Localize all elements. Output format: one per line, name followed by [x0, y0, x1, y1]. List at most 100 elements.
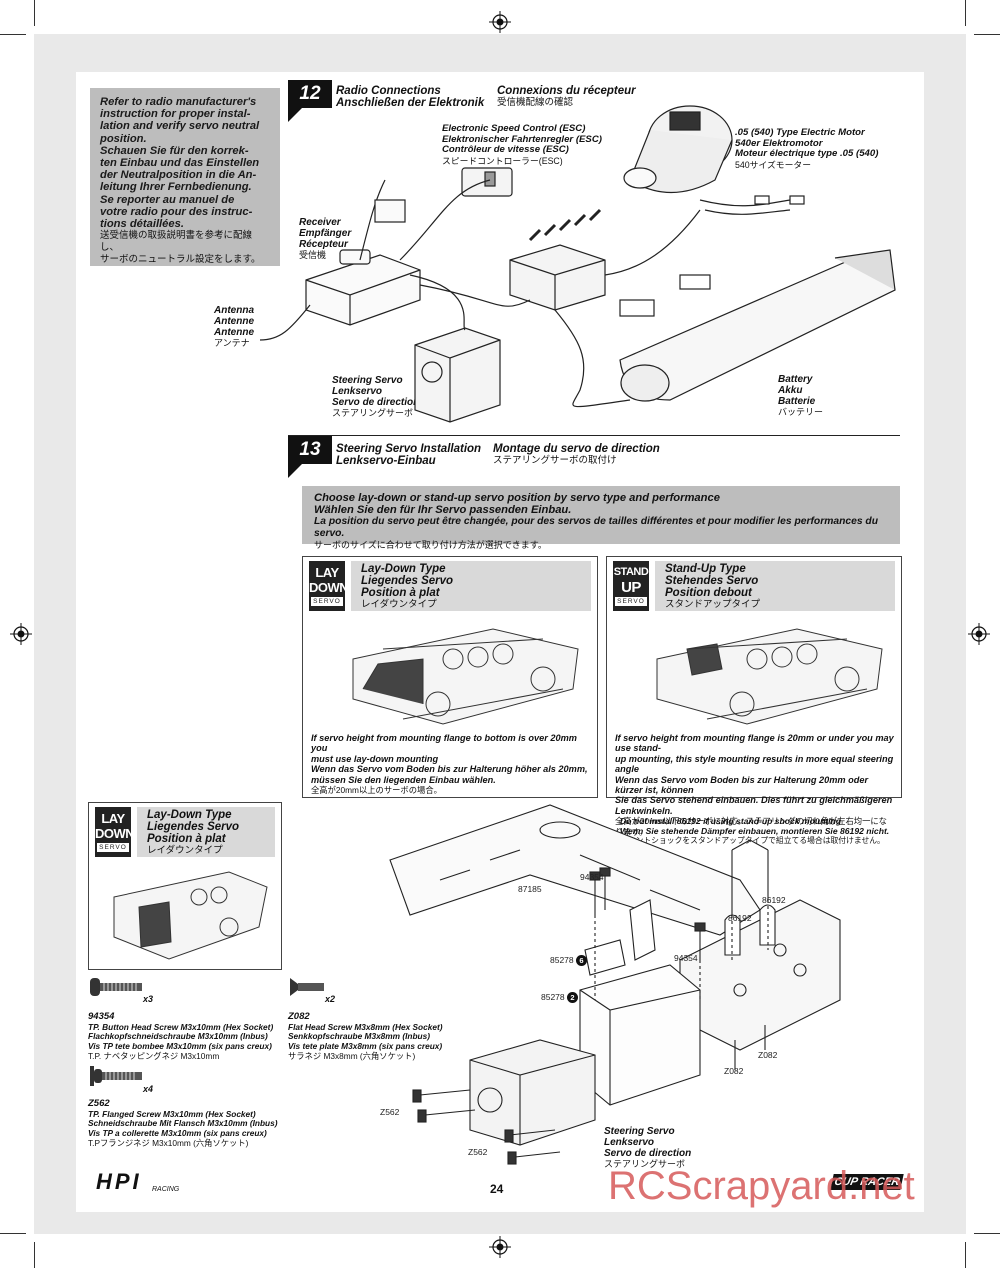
screw-desc: Vis TP a collerette M3x10mm (six pans cr… — [88, 1128, 267, 1139]
small-laydown-title-en: Lay-Down Type — [147, 809, 232, 821]
standup-title: Stand-Up Type Stehendes Servo Position d… — [655, 561, 895, 611]
step-12-title-jp: 受信機配線の確認 — [497, 97, 574, 108]
steering-servo-label-de: Lenkservo — [332, 386, 383, 397]
screw-desc: Senkkopfschraube M3x8mm (Inbus) — [288, 1031, 431, 1042]
screw-94354: x3 94354 TP. Button Head Screw M3x10mm (… — [88, 976, 273, 1062]
hpi-racing-logo: HPI RACING — [96, 1169, 196, 1196]
crop-mark — [0, 1233, 26, 1234]
laydown-servo-badge: LAY DOWN SERVO — [309, 561, 349, 611]
crop-mark — [974, 34, 1000, 35]
part-86192: 86192 — [728, 913, 752, 923]
small-laydown-panel: LAY DOWN SERVO Lay-Down Type Liegendes S… — [88, 802, 282, 970]
steering-servo-label-jp: ステアリングサーボ — [332, 408, 414, 418]
servo-icon — [414, 327, 501, 423]
flat-head-screw-icon — [290, 978, 324, 996]
steering-servo-label: Steering Servo Lenkservo Servo de direct… — [332, 375, 419, 419]
servo-label-fr: Servo de direction — [604, 1148, 692, 1159]
note-line: Se reporter au manuel de — [100, 193, 235, 206]
badge-word: SERVO — [311, 597, 343, 606]
screw-desc: Flat Head Screw M3x8mm (Hex Socket) — [288, 1021, 443, 1032]
radio-wiring-illustration — [259, 105, 896, 423]
step-13-badge: 13 — [288, 436, 332, 478]
crop-mark — [974, 1233, 1000, 1234]
badge-word: DOWN — [309, 580, 349, 595]
flanged-screw-icon — [90, 1066, 142, 1086]
laydown-title-jp: レイダウンタイプ — [361, 599, 437, 611]
part-code: 85278 — [541, 992, 565, 1002]
shock-note-de: Wenn Sie stehende Dämpfer einbauen, mont… — [620, 826, 890, 837]
laydown-panel: LAY DOWN SERVO Lay-Down Type Liegendes S… — [302, 556, 598, 798]
badge-word: UP — [621, 579, 641, 596]
small-laydown-badge: LAY DOWN SERVO — [95, 807, 135, 857]
step-13-divider — [288, 435, 900, 436]
laydown-note-line: Wenn das Servo vom Boden bis zur Halteru… — [311, 764, 588, 775]
receiver-label-jp: 受信機 — [299, 250, 327, 260]
servo-mount-exploded-illustration — [389, 804, 841, 1165]
receiver-label-en: Receiver — [299, 217, 341, 228]
standup-note-line: Sie das Servo stehend einbauen. Dies füh… — [615, 795, 893, 816]
note-line: leitung Ihrer Fernbedienung. — [100, 181, 252, 194]
screw-desc-jp: サラネジ M3x8mm (六角ソケット) — [288, 1050, 416, 1061]
step-12-badge: 12 — [288, 80, 332, 122]
esc-label-de: Elektronischer Fahrtenregler (ESC) — [442, 133, 602, 145]
standup-chassis-illustration — [656, 628, 883, 725]
antenna-label: Antenna Antenne Antenne アンテナ — [214, 305, 254, 349]
step-13-title-de: Lenkservo-Einbau — [336, 455, 436, 467]
screw-code: 94354 — [88, 1011, 115, 1022]
banner-line-en: Choose lay-down or stand-up servo positi… — [314, 492, 720, 504]
servo-label-jp: ステアリングサーボ — [604, 1159, 686, 1169]
step-13-servo-label: Steering Servo Lenkservo Servo de direct… — [604, 1126, 691, 1170]
esc-label: Electronic Speed Control (ESC) Elektroni… — [442, 123, 602, 167]
small-laydown-illustration — [113, 871, 268, 960]
small-laydown-title-fr: Position à plat — [147, 832, 226, 845]
part-number-badge: 2 — [567, 992, 579, 1003]
esc-label-en: Electronic Speed Control (ESC) — [442, 123, 586, 134]
laydown-note: If servo height from mounting flange to … — [311, 733, 591, 796]
badge-word: LAY — [315, 565, 339, 580]
battery-label-en: Battery — [778, 374, 813, 385]
button-head-screw-icon — [90, 978, 142, 996]
note-line: ten Einbau und das Einstellen — [100, 157, 260, 170]
hpi-logo-sub: RACING — [152, 1186, 180, 1193]
step-12-title-de: Anschließen der Elektronik — [336, 97, 485, 109]
small-laydown-title-jp: レイダウンタイプ — [147, 845, 223, 857]
motor-icon — [623, 105, 733, 194]
step-13-title: Steering Servo Installation Lenkservo-Ei… — [336, 443, 481, 467]
receiver-label-de: Empfänger — [299, 228, 352, 239]
badge-word: STAND — [613, 566, 649, 578]
screw-z082: x2 Z082 Flat Head Screw M3x8mm (Hex Sock… — [288, 976, 442, 1062]
badge-word: SERVO — [97, 843, 129, 852]
standup-servo-badge: STAND UP SERVO — [613, 561, 649, 611]
antenna-label-de: Antenne — [214, 316, 254, 327]
screw-desc: Flachkopfschneidschraube M3x10mm (Inbus) — [88, 1031, 268, 1042]
screw-desc: TP. Flanged Screw M3x10mm (Hex Socket) — [88, 1108, 256, 1119]
note-line: tions détaillées. — [100, 218, 184, 231]
note-line-jp: 送受信機の取扱説明書を参考に配線し、 — [100, 230, 253, 254]
step-13-title-en: Steering Servo Installation — [336, 443, 482, 455]
laydown-note-line: must use lay-down mounting — [311, 753, 439, 764]
banner-line-jp: サーボのサイズに合わせて取り付け方法が選択できます。 — [314, 540, 547, 550]
laydown-title-de: Liegendes Servo — [361, 574, 454, 587]
note-line: instruction for proper instal- — [100, 108, 251, 121]
step-12-title-fr-jp: Connexions du récepteur 受信機配線の確認 — [497, 85, 636, 109]
screw-qty: x4 — [143, 1084, 154, 1094]
step-12-title: Radio Connections Anschließen der Elektr… — [336, 85, 484, 109]
standup-note: If servo height from mounting flange is … — [615, 733, 895, 838]
badge-word: DOWN — [95, 826, 135, 841]
screw-qty: x2 — [325, 994, 336, 1004]
motor-label-en: .05 (540) Type Electric Motor — [735, 127, 865, 138]
standup-note-jp: 全高が20mm以下のサーボに対応。ステアリングの切れ角が左右均一になります。 — [615, 816, 887, 838]
radio-instruction-note: Refer to radio manufacturer's instructio… — [90, 88, 280, 266]
note-line: Refer to radio manufacturer's — [100, 96, 257, 108]
crop-mark — [965, 0, 966, 26]
screw-code: Z082 — [288, 1011, 310, 1022]
standup-title-en: Stand-Up Type — [665, 563, 746, 575]
servo-label-en: Steering Servo — [604, 1126, 675, 1137]
hpi-logo-text: HPI — [96, 1169, 142, 1194]
laydown-note-jp: 全高が20mm以上のサーボの場合。 — [311, 785, 442, 796]
battery-label-fr: Batterie — [778, 396, 816, 407]
steering-servo-label-en: Steering Servo — [332, 375, 403, 386]
battery-label-de: Akku — [778, 385, 803, 396]
standup-title-jp: スタンドアップタイプ — [665, 599, 761, 611]
note-line: votre radio pour des instruc- — [100, 205, 253, 218]
